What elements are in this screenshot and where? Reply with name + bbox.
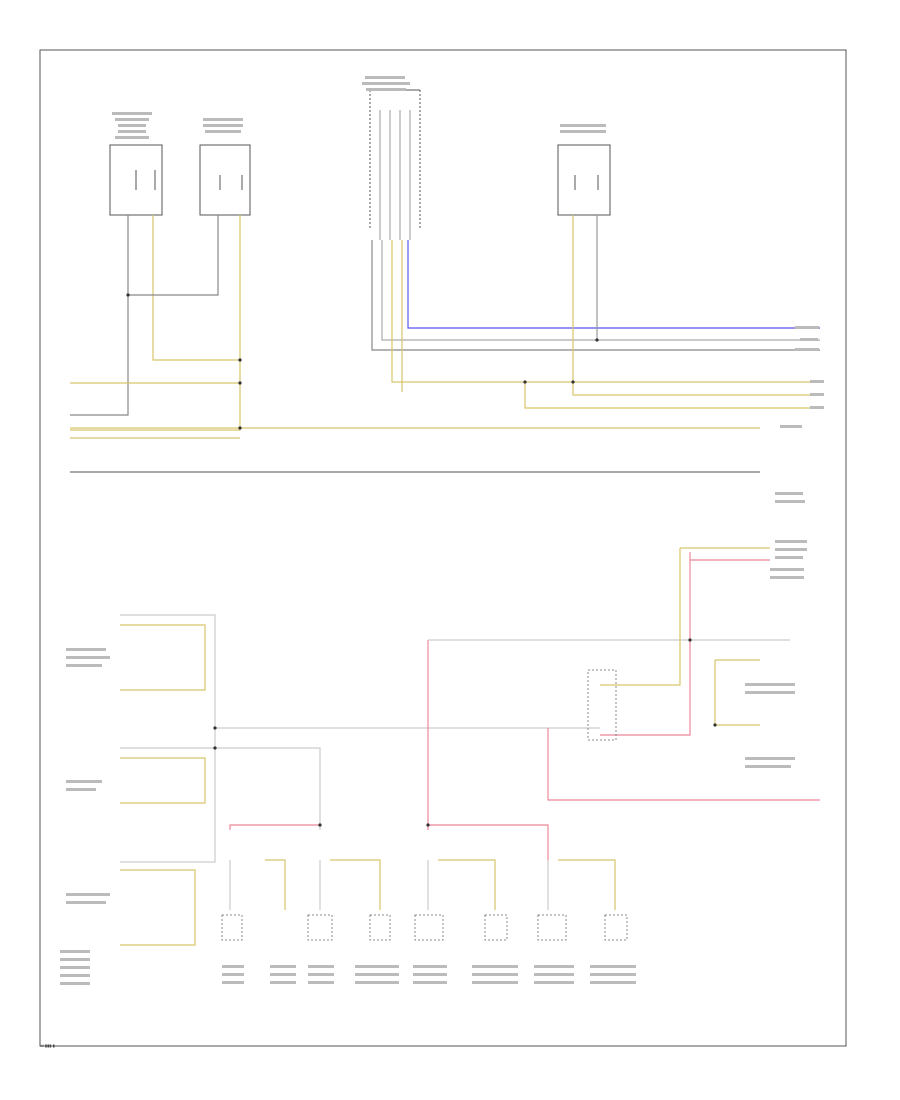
- component-box-3: [557, 144, 611, 216]
- bottom-wires: [120, 547, 820, 946]
- top-wires: [70, 215, 820, 473]
- diagram-frame: [39, 49, 847, 1047]
- frame-id: W ▮▮▮ ▮: [40, 1043, 55, 1048]
- bottom-components: [221, 669, 628, 941]
- component-box-2: [199, 144, 251, 216]
- label-blocks: [60, 76, 824, 985]
- component-box-1: [109, 144, 163, 216]
- junction-dots: [126, 293, 717, 827]
- connector-module-top: [369, 89, 421, 240]
